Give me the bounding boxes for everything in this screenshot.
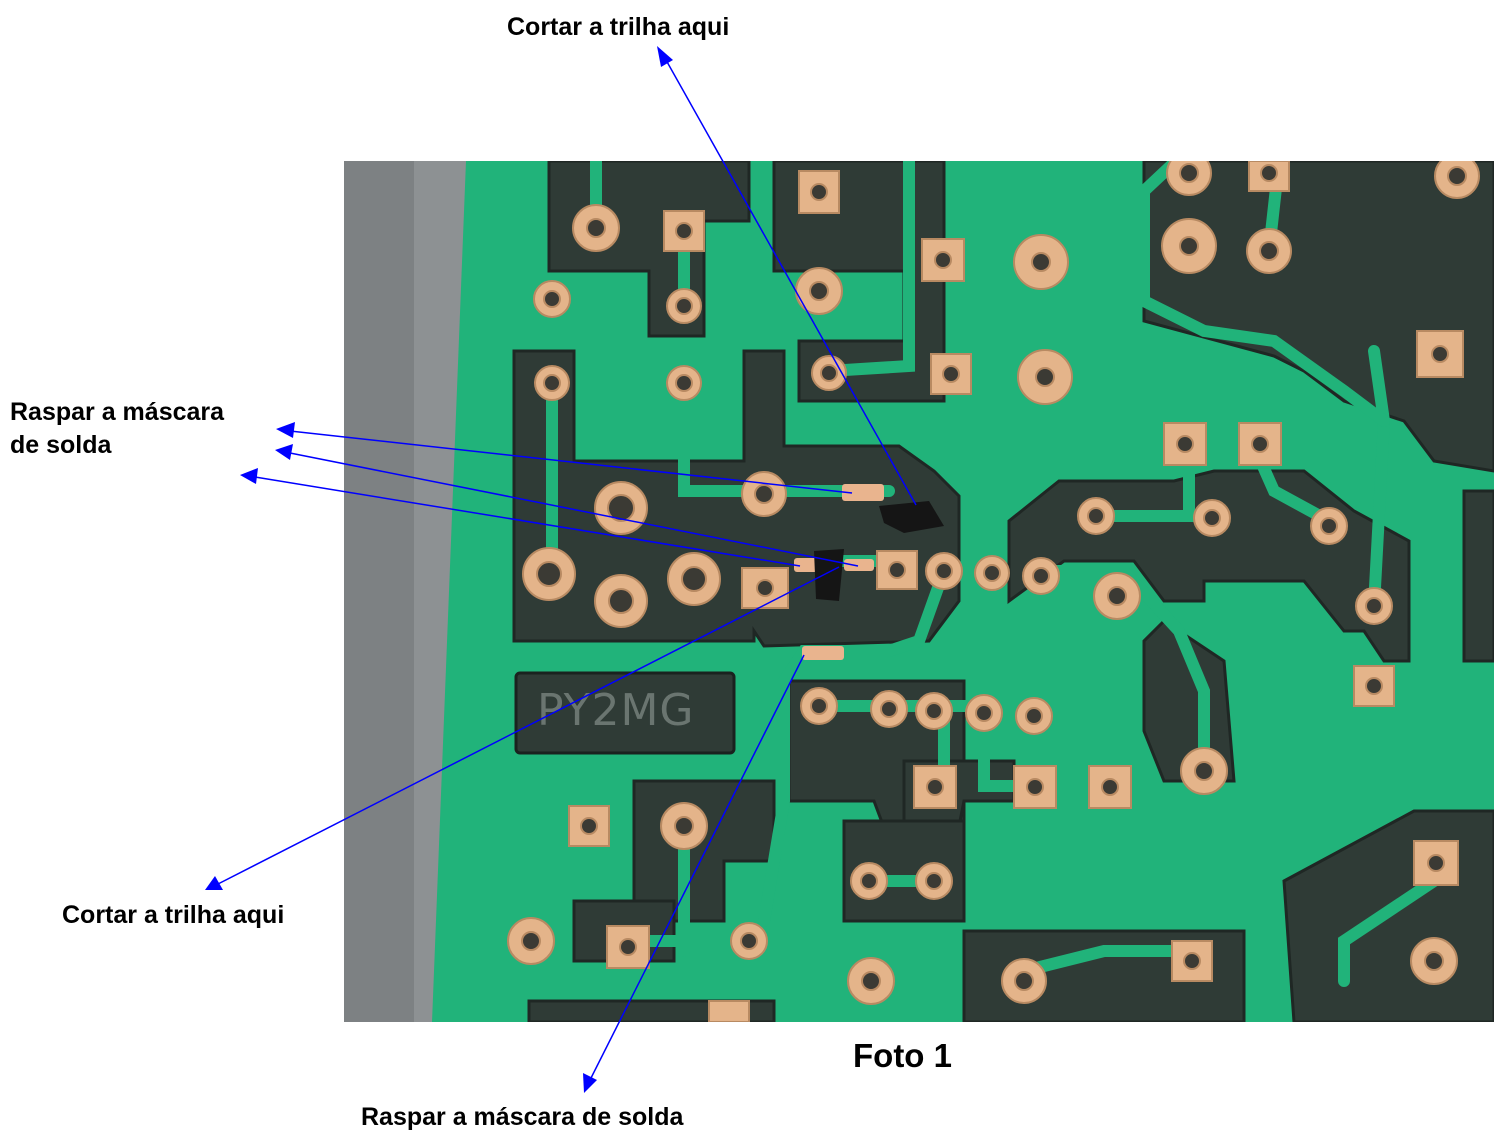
scrape-mask-label-left-line1: Raspar a máscara	[10, 398, 225, 426]
scrape-mask-label-bottom: Raspar a máscara de solda	[361, 1103, 684, 1131]
scrape-mask-label-left-line2: de solda	[10, 431, 112, 459]
cut-trace-label-bottom: Cortar a trilha aqui	[62, 901, 285, 929]
photo-caption: Foto 1	[853, 1037, 952, 1074]
board-silkscreen-text: PY2MG	[537, 685, 695, 736]
cut-trace-label-top: Cortar a trilha aqui	[507, 13, 730, 41]
pcb-photo: PY2MG	[344, 161, 1494, 1022]
